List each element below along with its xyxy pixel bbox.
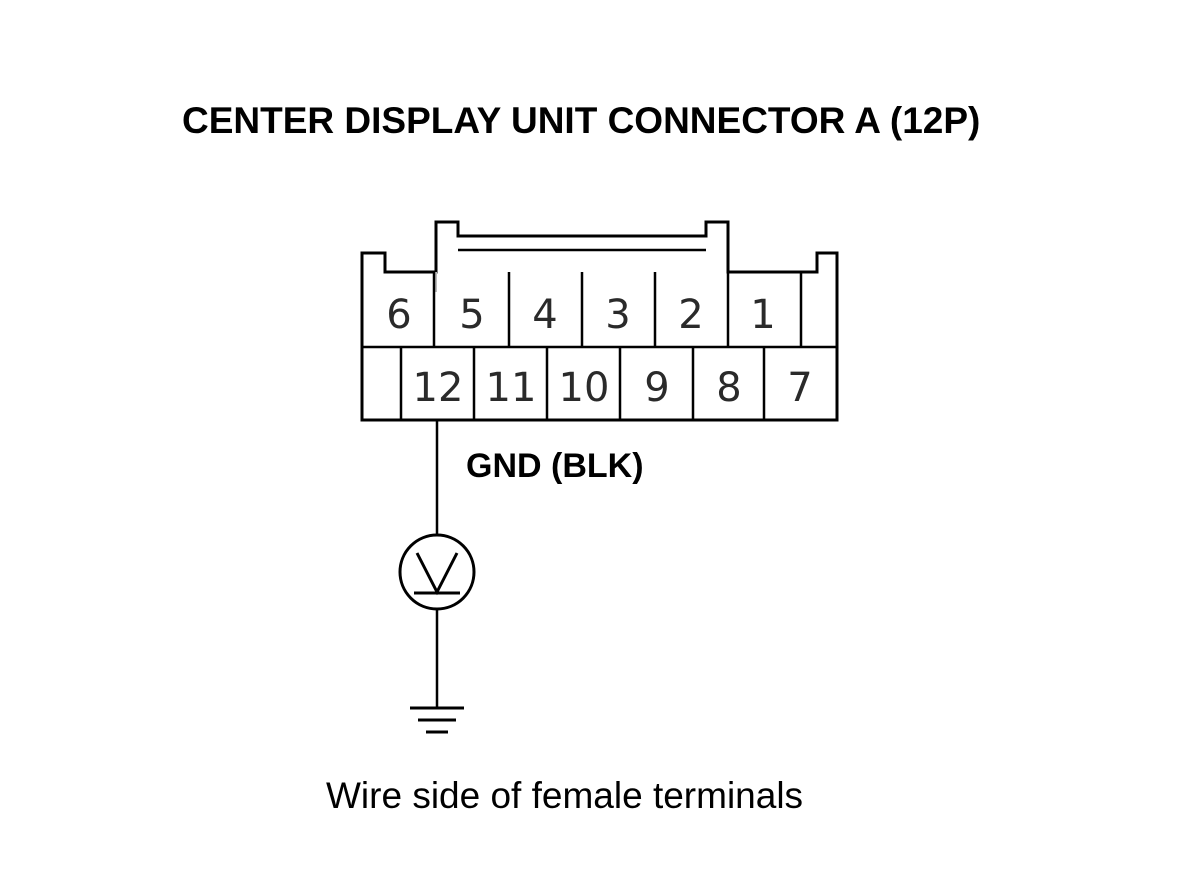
caption: Wire side of female terminals: [326, 775, 803, 816]
ground-icon: [410, 706, 464, 734]
pin-label: 8: [716, 365, 741, 411]
connector-housing: [360, 220, 839, 422]
cell-dividers: [399, 272, 803, 420]
pin-label: 7: [787, 365, 812, 411]
diagram-title: CENTER DISPLAY UNIT CONNECTOR A (12P): [182, 100, 980, 141]
wire-label: GND (BLK): [466, 447, 644, 485]
pin-label: 3: [605, 292, 630, 338]
voltmeter-icon: [398, 533, 476, 611]
pin-label: 9: [644, 365, 669, 411]
pin-label: 12: [413, 365, 464, 411]
pin-label: 4: [532, 292, 557, 338]
pin-row-bottom: 12 11 10 9 8 7: [413, 365, 813, 411]
pin-label: 10: [559, 365, 610, 411]
pin-row-top: 6 5 4 3 2 1: [386, 292, 775, 338]
pin-label: 11: [486, 365, 537, 411]
pin-label: 1: [750, 292, 775, 338]
pin-label: 5: [459, 292, 484, 338]
pin-label: 2: [678, 292, 703, 338]
pin-label: 6: [386, 292, 411, 338]
